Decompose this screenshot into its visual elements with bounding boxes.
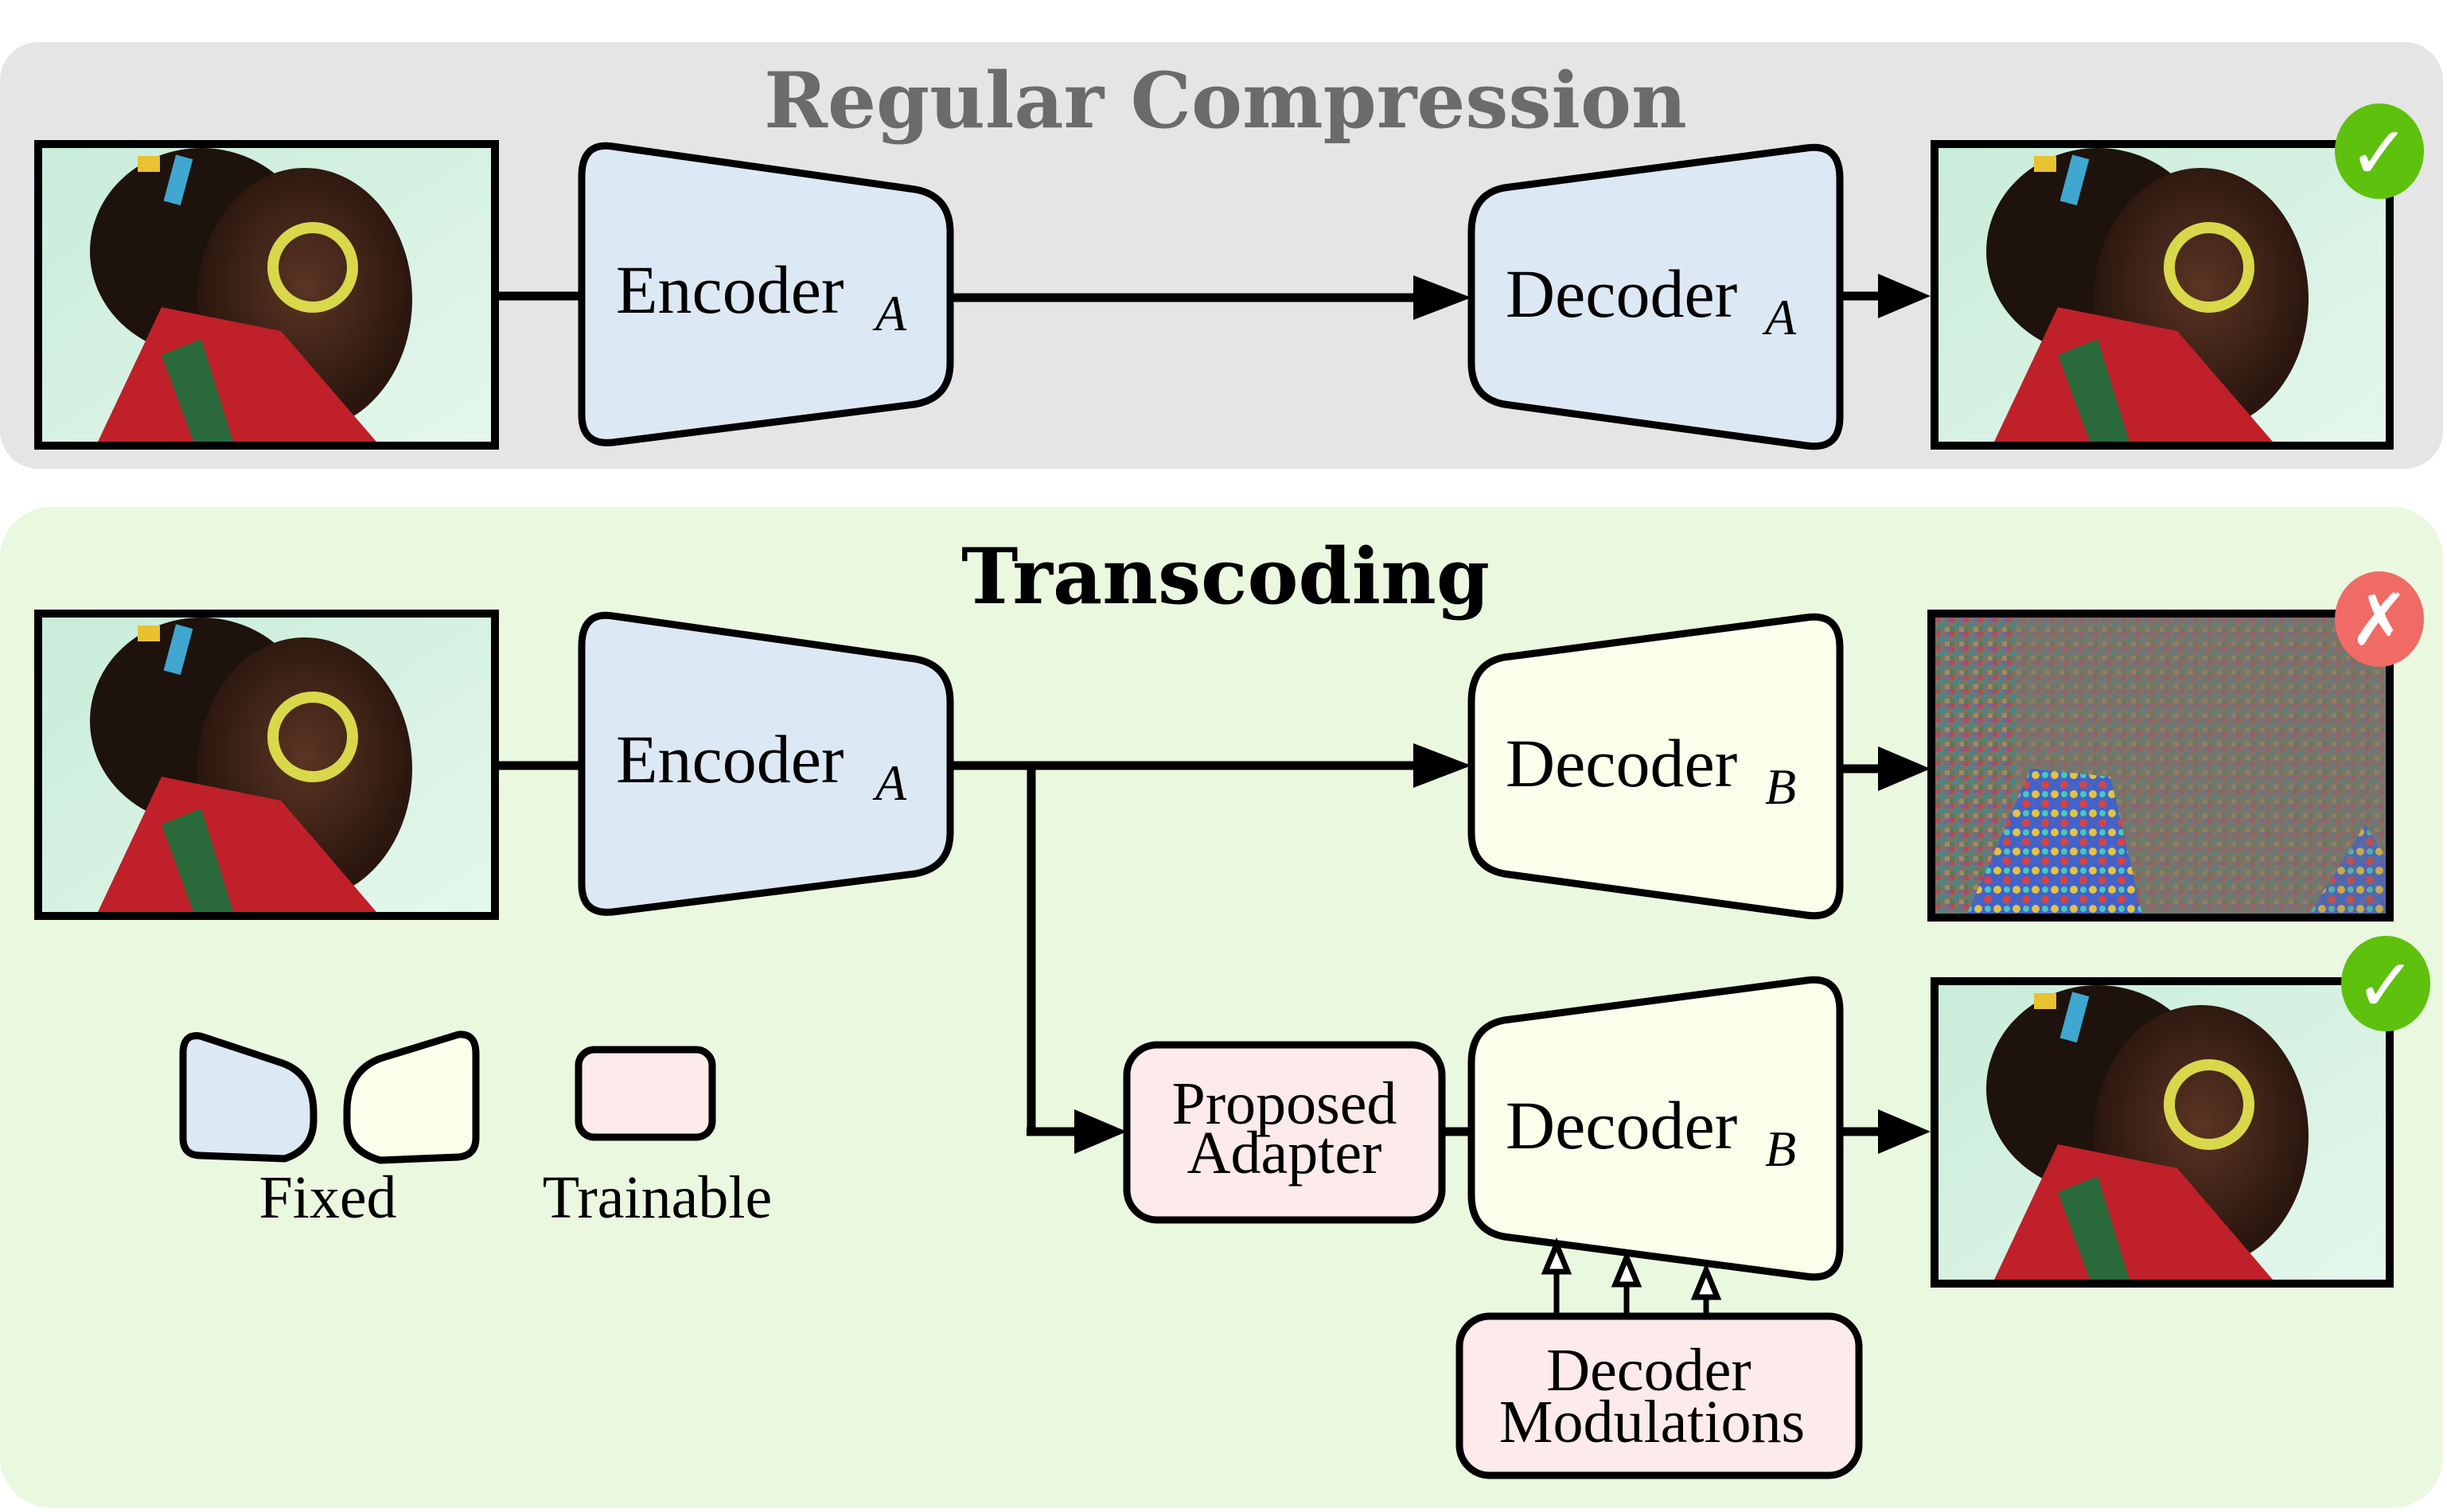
- decoder-a-regular: Decoder A: [1467, 143, 1844, 450]
- legend: Fixed Trainable: [179, 1031, 773, 1231]
- decoder-b-adapted: Decoder B: [1467, 976, 1844, 1281]
- decoder-a-label: Decoder: [1506, 255, 1737, 332]
- adapter-label-line2: Adapter: [1187, 1120, 1382, 1187]
- output-image-regular: [1931, 140, 2394, 450]
- decoder-b-subscript: B: [1765, 1120, 1796, 1177]
- regular-compression-title: Regular Compression: [764, 56, 1687, 146]
- decoder-b-direct: Decoder B: [1467, 613, 1844, 920]
- encoder-a-subscript: A: [872, 754, 907, 811]
- legend-fixed-label: Fixed: [259, 1164, 396, 1231]
- proposed-adapter: Proposed Adapter: [1123, 1041, 1446, 1224]
- legend-fixed-encoder-shape: [179, 1031, 318, 1163]
- check-icon: ✓: [2355, 943, 2416, 1028]
- check-icon: ✓: [2348, 111, 2410, 196]
- encoder-a-label: Encoder: [616, 251, 844, 328]
- modulations-label-line2: Modulations: [1499, 1389, 1805, 1455]
- success-badge-regular: ✓: [2335, 103, 2424, 199]
- output-image-adapted: [1931, 977, 2394, 1288]
- encoder-a-regular: Encoder A: [578, 142, 954, 446]
- decoder-b-subscript: B: [1765, 758, 1796, 815]
- legend-trainable-label: Trainable: [543, 1164, 773, 1231]
- output-image-corrupted: [1927, 610, 2394, 922]
- encoder-a-subscript: A: [872, 285, 907, 341]
- modulations-label-line1: Decoder: [1546, 1337, 1751, 1404]
- success-badge-adapted: ✓: [2341, 936, 2430, 1031]
- arrow-head: [1413, 275, 1471, 320]
- decoder-b-label: Decoder: [1506, 1087, 1737, 1163]
- arrow-head: [1878, 1109, 1931, 1154]
- cross-icon: ✗: [2349, 579, 2409, 662]
- legend-trainable-shape: [575, 1046, 716, 1141]
- arrow-head: [1074, 1109, 1127, 1154]
- arrow-head: [1878, 274, 1931, 318]
- transcoding-title: Transcoding: [961, 532, 1490, 622]
- arrow-head: [1878, 746, 1931, 791]
- failure-badge: ✗: [2335, 571, 2424, 667]
- decoder-modulations: Decoder Modulations: [1455, 1312, 1863, 1479]
- input-image-regular: [34, 140, 499, 450]
- decoder-a-subscript: A: [1762, 289, 1797, 345]
- adapter-label-line1: Proposed: [1172, 1070, 1397, 1137]
- arrow-head: [1413, 743, 1471, 788]
- input-image-transcoding: [34, 610, 499, 920]
- encoder-a-transcoding: Encoder A: [578, 611, 954, 916]
- decoder-b-label: Decoder: [1506, 725, 1737, 801]
- encoder-a-label: Encoder: [616, 721, 844, 797]
- modulation-arrows: [1541, 1237, 1722, 1316]
- legend-fixed-decoder-shape: [343, 1031, 480, 1164]
